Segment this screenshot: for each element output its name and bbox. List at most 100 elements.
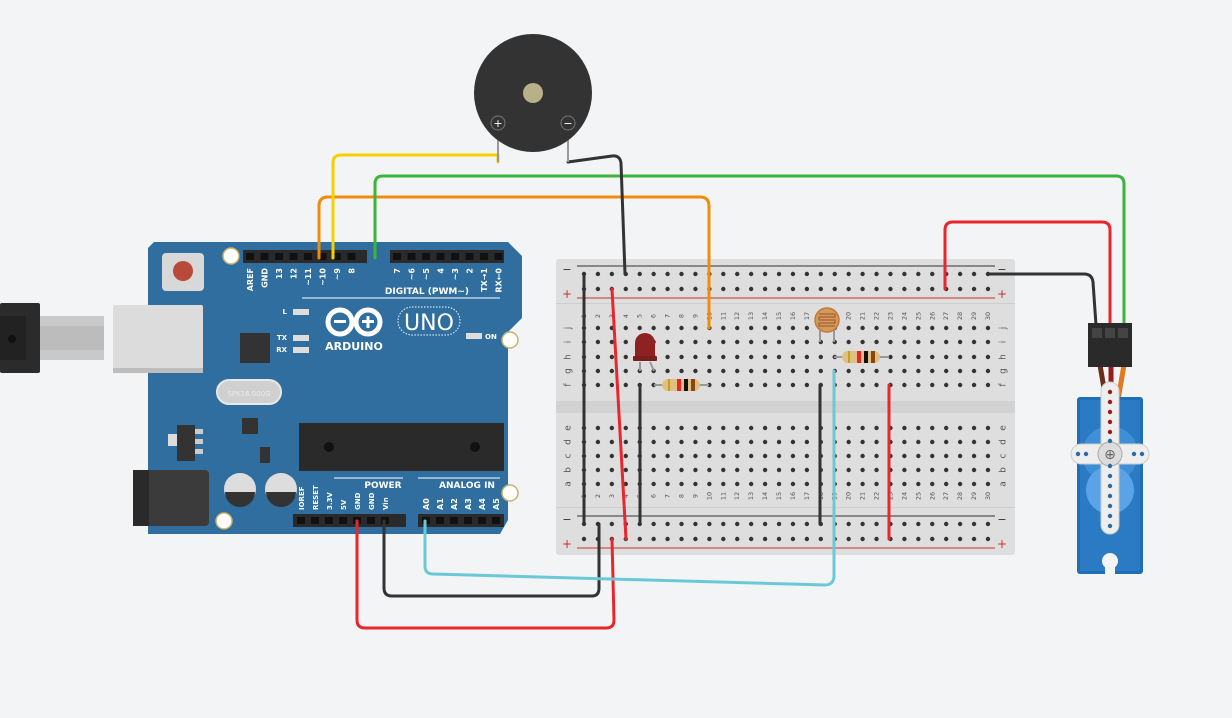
breadboard-hole[interactable] <box>679 481 684 487</box>
breadboard-hole[interactable] <box>748 481 754 487</box>
breadboard-hole[interactable] <box>721 382 726 388</box>
rail-hole[interactable] <box>665 271 670 277</box>
breadboard-hole[interactable] <box>609 453 615 459</box>
breadboard-hole[interactable] <box>776 382 782 388</box>
rail-hole[interactable] <box>916 536 921 542</box>
breadboard-hole[interactable] <box>790 339 796 345</box>
breadboard-hole[interactable] <box>971 339 977 345</box>
header-pin[interactable] <box>422 253 430 260</box>
rail-hole[interactable] <box>916 521 921 527</box>
header-pin[interactable] <box>464 517 472 524</box>
red-led[interactable] <box>633 333 657 372</box>
breadboard-hole[interactable] <box>707 354 712 360</box>
breadboard-hole[interactable] <box>902 467 907 473</box>
header-pin[interactable] <box>436 253 445 260</box>
rail-hole[interactable] <box>846 521 851 527</box>
header-pin[interactable] <box>297 517 305 524</box>
breadboard-hole[interactable] <box>943 382 949 388</box>
rail-hole[interactable] <box>971 271 977 277</box>
wire-pin12-to-bb[interactable] <box>317 195 711 330</box>
breadboard-hole[interactable] <box>985 425 991 431</box>
breadboard-hole[interactable] <box>707 467 712 473</box>
breadboard-hole[interactable] <box>846 481 851 487</box>
breadboard-hole[interactable] <box>595 339 601 345</box>
breadboard-hole[interactable] <box>860 467 865 473</box>
breadboard-hole[interactable] <box>874 467 879 473</box>
header-pin[interactable] <box>347 253 356 260</box>
rail-hole[interactable] <box>902 286 907 292</box>
breadboard-hole[interactable] <box>804 425 810 431</box>
breadboard-hole[interactable] <box>860 439 865 445</box>
rail-hole[interactable] <box>957 521 963 527</box>
breadboard-hole[interactable] <box>957 368 963 374</box>
rail-hole[interactable] <box>721 521 726 527</box>
breadboard-hole[interactable] <box>665 439 670 445</box>
breadboard-hole[interactable] <box>679 467 684 473</box>
breadboard-hole[interactable] <box>874 453 879 459</box>
wire-servo-gnd[interactable] <box>986 272 1098 327</box>
resistor-ldr[interactable] <box>834 351 889 363</box>
breadboard-hole[interactable] <box>776 425 782 431</box>
breadboard-hole[interactable] <box>846 439 851 445</box>
breadboard-hole[interactable] <box>888 339 893 345</box>
breadboard-hole[interactable] <box>735 354 740 360</box>
rail-hole[interactable] <box>651 286 656 292</box>
breadboard-hole[interactable] <box>735 453 740 459</box>
breadboard-hole[interactable] <box>930 425 935 431</box>
breadboard-hole[interactable] <box>804 339 810 345</box>
breadboard-hole[interactable] <box>721 467 726 473</box>
rail-hole[interactable] <box>860 536 865 542</box>
breadboard-hole[interactable] <box>985 339 991 345</box>
breadboard-hole[interactable] <box>943 339 949 345</box>
breadboard-hole[interactable] <box>902 439 907 445</box>
digital-header-right[interactable] <box>390 250 504 263</box>
breadboard-hole[interactable] <box>735 325 740 331</box>
breadboard-hole[interactable] <box>665 453 670 459</box>
breadboard-hole[interactable] <box>776 368 782 374</box>
breadboard-hole[interactable] <box>804 368 810 374</box>
breadboard-hole[interactable] <box>860 368 865 374</box>
header-pin[interactable] <box>436 517 444 524</box>
rail-hole[interactable] <box>595 271 601 277</box>
rail-hole[interactable] <box>693 286 698 292</box>
rail-hole[interactable] <box>971 521 977 527</box>
breadboard-hole[interactable] <box>721 368 726 374</box>
breadboard-hole[interactable] <box>860 481 865 487</box>
breadboard-hole[interactable] <box>707 453 712 459</box>
rail-hole[interactable] <box>916 286 921 292</box>
breadboard-hole[interactable] <box>623 453 628 459</box>
breadboard-hole[interactable] <box>693 453 698 459</box>
breadboard-hole[interactable] <box>679 453 684 459</box>
rail-hole[interactable] <box>930 286 935 292</box>
breadboard-hole[interactable] <box>846 325 851 331</box>
breadboard-hole[interactable] <box>943 325 949 331</box>
rail-hole[interactable] <box>846 271 851 277</box>
rail-hole[interactable] <box>637 271 642 277</box>
breadboard-hole[interactable] <box>860 339 865 345</box>
breadboard-hole[interactable] <box>651 467 656 473</box>
breadboard-hole[interactable] <box>957 425 963 431</box>
header-pin[interactable] <box>450 517 458 524</box>
breadboard-hole[interactable] <box>748 425 754 431</box>
breadboard-hole[interactable] <box>971 354 977 360</box>
breadboard-hole[interactable] <box>665 425 670 431</box>
breadboard-hole[interactable] <box>818 368 824 374</box>
breadboard-hole[interactable] <box>930 453 935 459</box>
rail-hole[interactable] <box>874 521 879 527</box>
rail-hole[interactable] <box>623 286 628 292</box>
micro-servo[interactable]: ⊕ <box>1070 323 1150 575</box>
rail-hole[interactable] <box>846 286 851 292</box>
rail-hole[interactable] <box>804 536 810 542</box>
breadboard-hole[interactable] <box>957 453 963 459</box>
breadboard-hole[interactable] <box>930 439 935 445</box>
breadboard-hole[interactable] <box>790 467 796 473</box>
breadboard-hole[interactable] <box>971 467 977 473</box>
breadboard-hole[interactable] <box>609 467 615 473</box>
breadboard-hole[interactable] <box>902 425 907 431</box>
rail-hole[interactable] <box>790 536 796 542</box>
breadboard-hole[interactable] <box>693 325 698 331</box>
breadboard-hole[interactable] <box>985 354 991 360</box>
breadboard-hole[interactable] <box>735 481 740 487</box>
breadboard-hole[interactable] <box>776 481 782 487</box>
rail-hole[interactable] <box>888 271 893 277</box>
